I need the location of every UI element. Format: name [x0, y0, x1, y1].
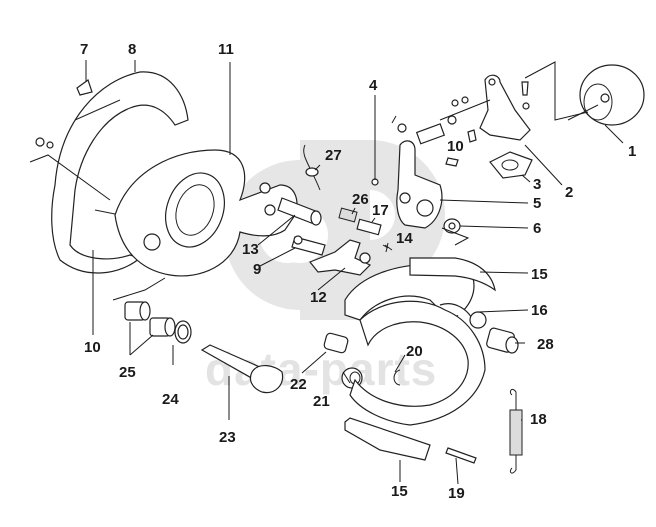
part-seal: [174, 320, 192, 344]
part-slack-adjuster: [371, 140, 443, 229]
part-brake-spider: [114, 149, 298, 277]
part-brake-chamber: [567, 64, 645, 126]
label-9: 9: [253, 261, 261, 278]
part-labels: 7 8 11 4 1 2 3 5 6 10 10 27 26 17 14 13 …: [80, 41, 636, 502]
part-bolt-left: [35, 137, 54, 149]
part-anchor-pin: [291, 235, 326, 256]
label-4: 4: [369, 77, 378, 94]
label-10-lower: 10: [84, 339, 101, 356]
label-26: 26: [352, 191, 369, 208]
label-2: 2: [565, 184, 573, 201]
label-16: 16: [531, 302, 548, 319]
label-11: 11: [218, 41, 234, 58]
part-roller-pin: [323, 332, 349, 354]
label-17: 17: [372, 202, 389, 219]
label-7: 7: [80, 41, 88, 58]
label-22: 22: [290, 376, 307, 393]
label-14: 14: [396, 230, 413, 247]
label-21: 21: [313, 393, 330, 410]
label-25: 25: [119, 364, 136, 381]
label-5: 5: [533, 195, 541, 212]
label-18: 18: [530, 411, 547, 428]
label-1: 1: [628, 143, 636, 160]
label-13: 13: [242, 241, 259, 258]
label-19: 19: [448, 485, 465, 502]
part-return-spring: [509, 389, 523, 474]
part-retaining-plate: [309, 239, 372, 276]
part-s-cam-shaft: [200, 344, 284, 394]
part-cam-bushings: [124, 301, 176, 337]
part-spring-26: [338, 207, 358, 223]
label-12: 12: [310, 289, 327, 306]
part-chamber-bracket: [447, 74, 531, 141]
part-brake-lining-lower: [344, 417, 431, 461]
label-3: 3: [533, 176, 541, 193]
leader-lines: [85, 60, 624, 485]
part-bolt-10-upper: [467, 129, 477, 143]
label-23: 23: [219, 429, 236, 446]
label-28: 28: [537, 336, 554, 353]
label-10-upper: 10: [447, 138, 464, 155]
label-15-lower: 15: [391, 483, 408, 500]
part-anchor-bushing: [486, 327, 519, 354]
label-20: 20: [406, 343, 423, 360]
label-27: 27: [325, 147, 342, 164]
part-clip: [76, 79, 93, 96]
part-washer: [443, 218, 461, 234]
label-24: 24: [162, 391, 179, 408]
part-clevis: [391, 115, 459, 167]
part-spring-pin: [445, 447, 477, 464]
label-6: 6: [533, 220, 541, 237]
part-bushing-17: [356, 218, 382, 236]
part-shaft-pin: [277, 197, 322, 226]
assembly-lines: [29, 61, 589, 301]
part-brake-shoe-assembly: [344, 257, 496, 426]
label-15-upper: 15: [531, 266, 548, 283]
label-8: 8: [128, 41, 136, 58]
part-circlip: [393, 369, 401, 386]
part-gasket-plate: [489, 151, 533, 179]
